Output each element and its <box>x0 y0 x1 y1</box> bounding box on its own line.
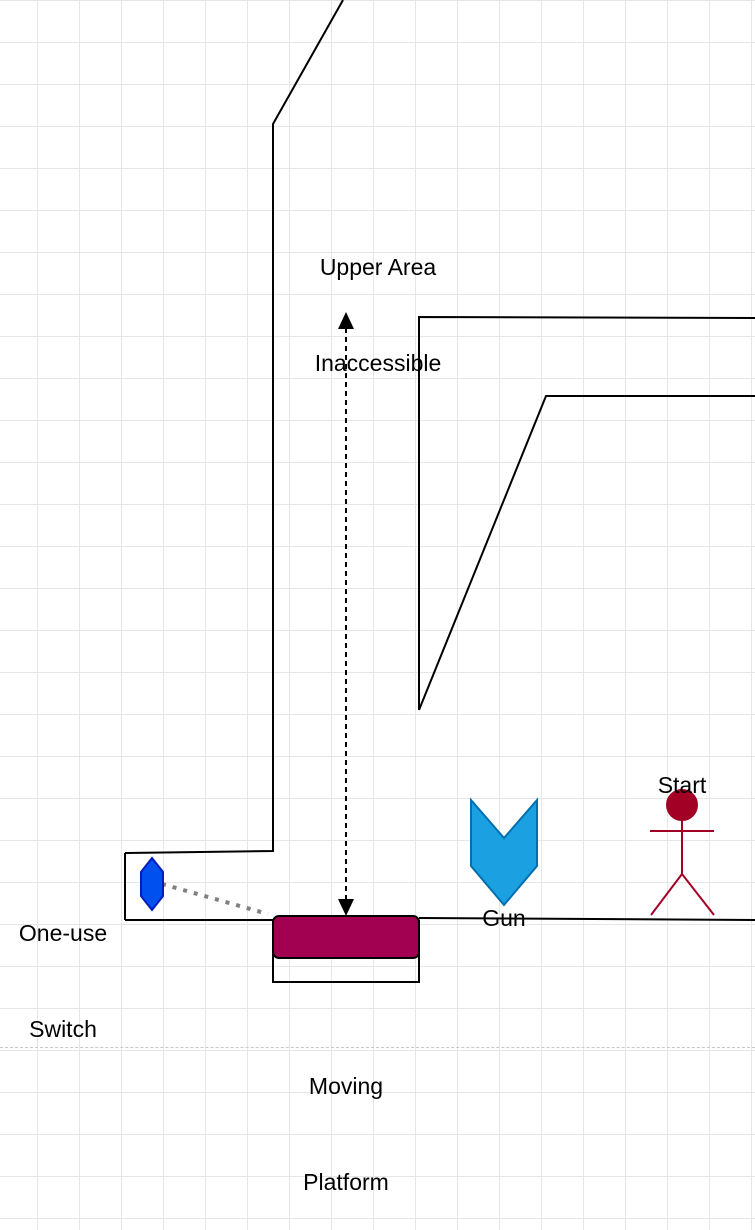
platform-label-line1: Moving <box>308 1073 384 1099</box>
hexagon-icon <box>140 856 164 912</box>
switch-connector <box>161 882 269 916</box>
upper-area-label-line2: Inaccessible <box>314 350 442 376</box>
floor-right <box>418 917 755 921</box>
start-label-text: Start <box>657 772 707 798</box>
platform-label-line2: Platform <box>303 1169 389 1195</box>
moving-platform <box>272 915 420 959</box>
platform-label: Moving Platform <box>276 1006 416 1230</box>
chevron-down-icon <box>470 797 538 907</box>
level-diagram <box>124 0 755 983</box>
arrow-head-down <box>338 899 354 916</box>
switch-label: One-use Switch <box>3 853 123 1077</box>
overhang-outer <box>418 315 755 710</box>
gun-label-text: Gun <box>482 905 526 931</box>
left-wall <box>124 0 344 854</box>
upper-area-label: Upper Area Inaccessible <box>288 187 468 411</box>
start-label: Start <box>632 705 732 833</box>
arrow-head-up <box>338 312 354 329</box>
page-break-line <box>0 1047 755 1048</box>
gun-label: Gun <box>464 838 544 966</box>
upper-area-label-line1: Upper Area <box>319 254 437 280</box>
switch-label-line1: One-use <box>18 920 108 946</box>
overhang-inner <box>418 395 755 711</box>
switch-label-line2: Switch <box>29 1016 97 1042</box>
stick-figure-icon <box>650 789 715 916</box>
